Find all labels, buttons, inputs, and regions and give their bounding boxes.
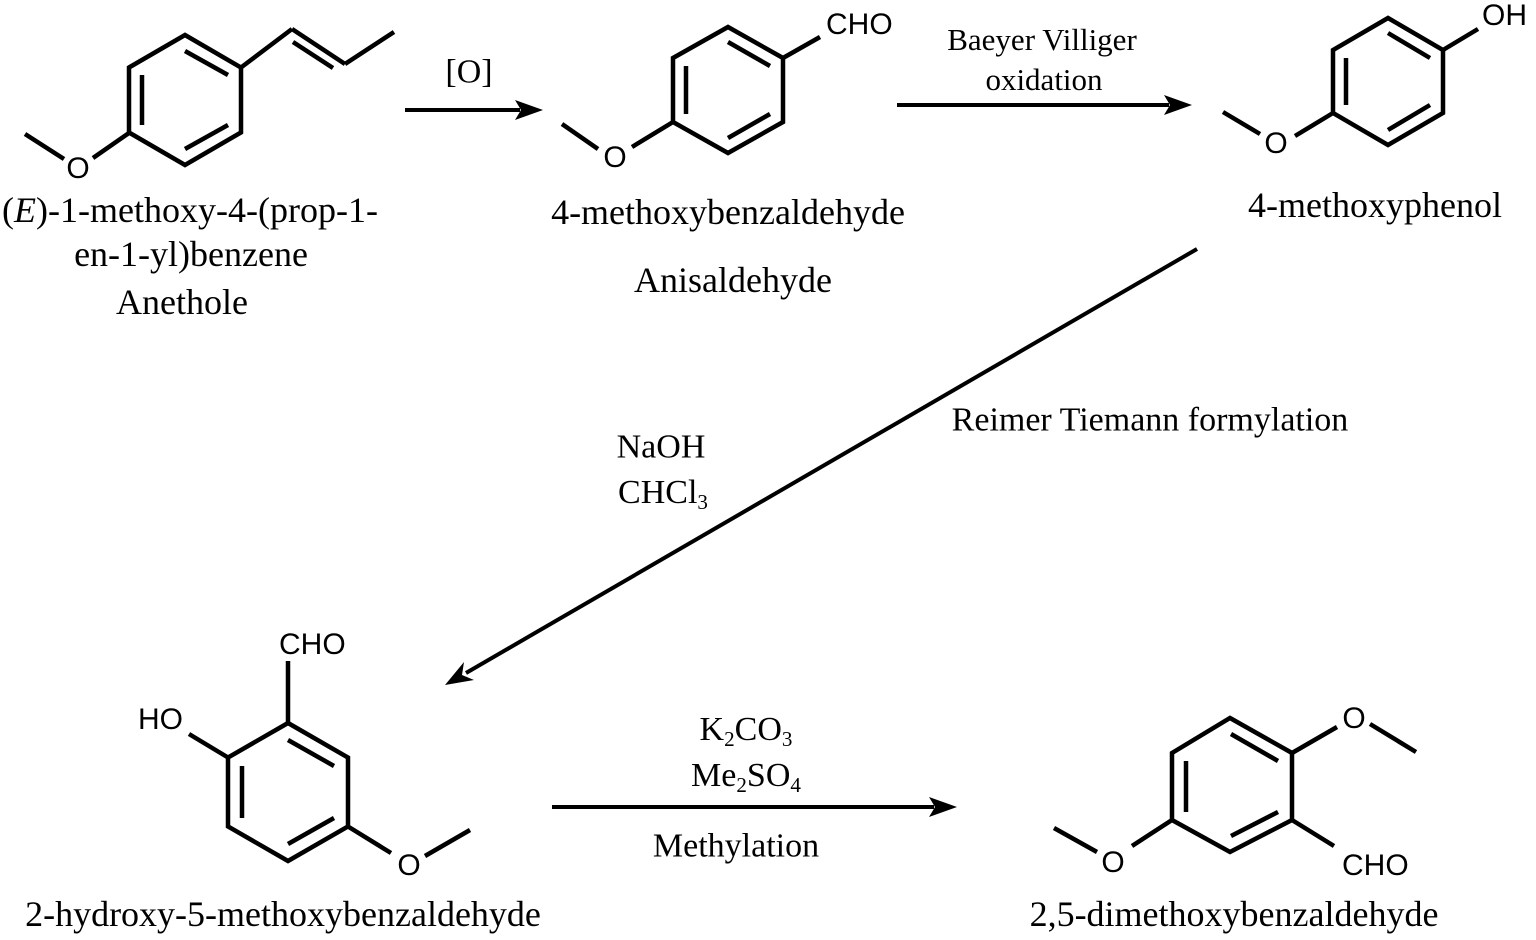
methoxy-bonds: [23, 131, 131, 161]
reimer-tiemann-reagent-chcl3: CHCl3: [618, 473, 708, 514]
oxygen-atom-label: O: [1342, 702, 1365, 735]
benzene-ring: [225, 720, 351, 864]
arrow-oxidation: [405, 100, 543, 120]
oxygen-atom-label: O: [397, 849, 420, 882]
anethole-common-name: Anethole: [116, 282, 248, 323]
structure-dimethoxybenzaldehyde: O CHO O: [1052, 702, 1418, 882]
anethole-iupac-line1: (E)-1-methoxy-4-(prop-1-: [2, 190, 378, 231]
aldehyde-bond: [1290, 818, 1336, 848]
methoxy-bottom-bonds: [1052, 818, 1174, 854]
hydroxyl-bond: [187, 732, 230, 760]
arrowhead-icon: [929, 797, 957, 817]
anethole-iupac-line2: en-1-yl)benzene: [74, 234, 308, 275]
oxygen-atom-label: O: [1264, 127, 1287, 160]
oxygen-atom-label: O: [603, 141, 626, 174]
oxygen-atom-label: O: [66, 152, 89, 185]
propenyl-bonds: [239, 27, 396, 70]
structure-anethole: O: [23, 27, 396, 185]
stereo-descriptor: E: [14, 190, 37, 231]
baeyer-villiger-label-line2: oxidation: [985, 61, 1103, 97]
arrow-methylation: [552, 797, 957, 817]
benzene-ring: [670, 24, 786, 156]
methylation-reagent-k2co3: K2CO3: [699, 710, 793, 751]
arrowhead-icon: [445, 662, 474, 685]
ring-double-bonds: [139, 49, 230, 151]
benzene-ring: [1330, 15, 1446, 148]
hydroxymethoxybenzaldehyde-name: 2-hydroxy-5-methoxybenzaldehyde: [25, 894, 541, 935]
anisaldehyde-iupac-name: 4-methoxybenzaldehyde: [551, 192, 905, 233]
dimethoxybenzaldehyde-name: 2,5-dimethoxybenzaldehyde: [1029, 894, 1439, 935]
methylation-reagent-me2so4: Me2SO4: [691, 756, 801, 797]
baeyer-villiger-label-line1: Baeyer Villiger: [947, 21, 1137, 57]
hydroxyl-atom-label: HO: [138, 703, 183, 736]
methoxy-bonds: [346, 824, 472, 858]
benzene-ring: [1169, 715, 1295, 855]
aldehyde-atom-label: CHO: [279, 628, 346, 661]
aldehyde-bond: [781, 35, 822, 60]
ring-double-bonds: [683, 40, 772, 140]
arrowhead-icon: [515, 100, 543, 120]
methoxy-bonds: [1221, 110, 1335, 138]
methoxy-top-bonds: [1290, 722, 1418, 755]
ring-double-bonds: [239, 738, 336, 846]
arrow-reimer-tiemann: [445, 247, 1199, 685]
oxidant-label: [O]: [445, 53, 493, 91]
aldehyde-atom-label: CHO: [826, 8, 893, 41]
methoxyphenol-name: 4-methoxyphenol: [1248, 185, 1502, 226]
structure-methoxyphenol: OH O: [1221, 0, 1527, 160]
ring-double-bonds: [1183, 732, 1280, 839]
hydroxyl-atom-label: OH: [1482, 0, 1527, 32]
arrow-shaft: [464, 247, 1199, 675]
methoxy-bonds: [560, 120, 675, 151]
reimer-tiemann-name-label: Reimer Tiemann formylation: [951, 401, 1349, 439]
ring-double-bonds: [1343, 31, 1432, 132]
structure-hydroxymethoxybenzaldehyde: CHO HO O: [138, 628, 472, 882]
arrow-baeyer-villiger: [897, 95, 1192, 115]
oxygen-atom-label: O: [1101, 846, 1124, 879]
hydroxyl-bond: [1441, 27, 1480, 52]
methylation-name-label: Methylation: [652, 827, 820, 865]
anisaldehyde-common-name: Anisaldehyde: [634, 260, 832, 301]
reimer-tiemann-reagent-naoh: NaOH: [616, 428, 706, 466]
benzene-ring: [126, 32, 244, 168]
aldehyde-atom-label: CHO: [1342, 849, 1409, 882]
arrowhead-icon: [1164, 95, 1192, 115]
structure-anisaldehyde: O CHO: [560, 8, 893, 174]
